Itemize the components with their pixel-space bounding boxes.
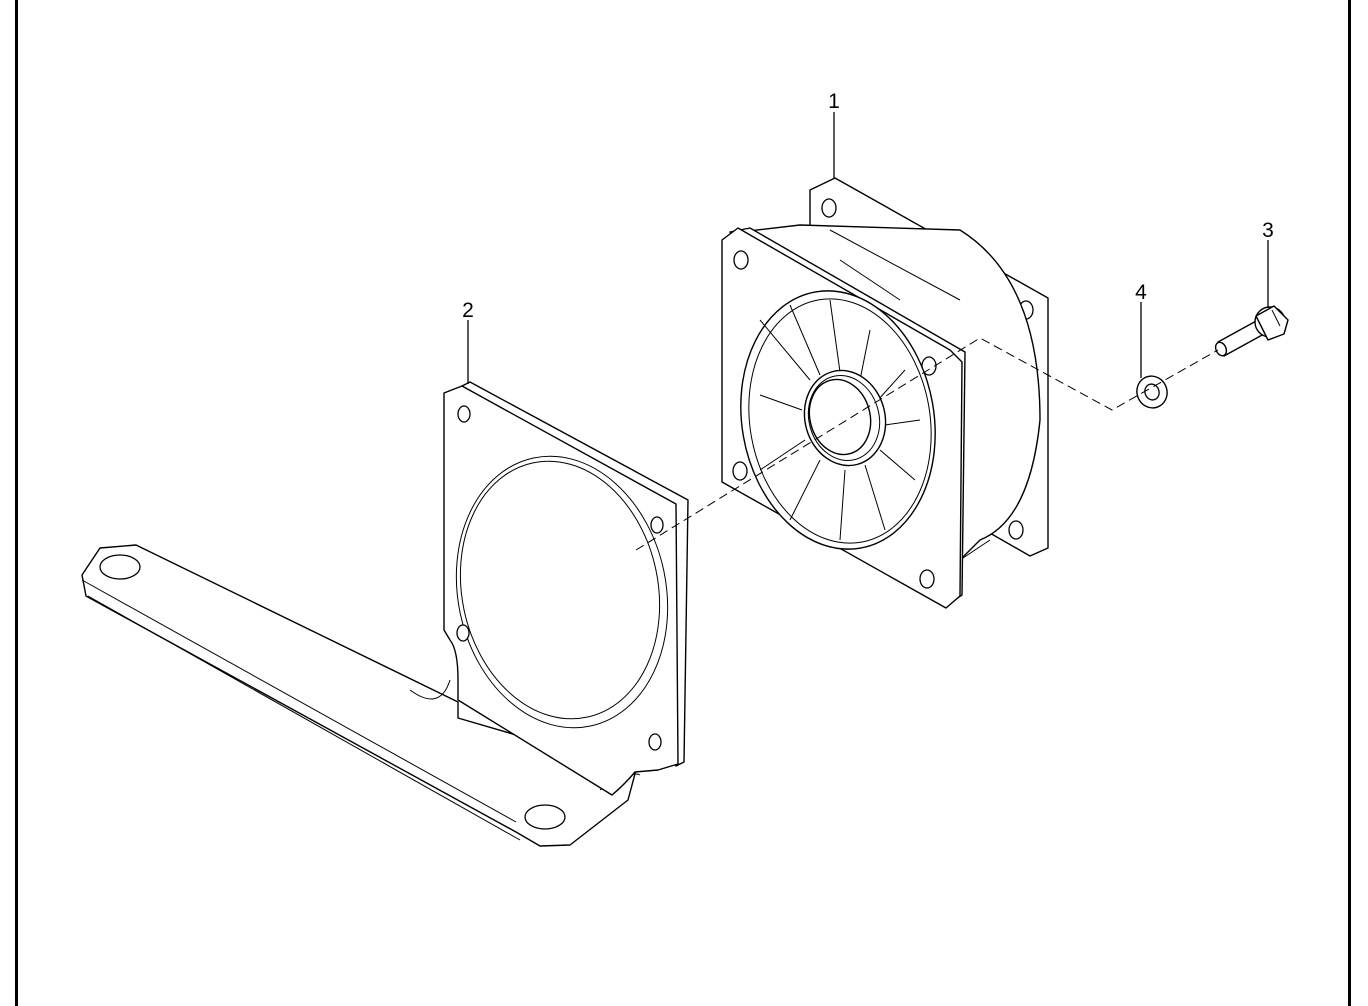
callout-fan: 1 <box>828 90 840 113</box>
assembly-axis <box>635 337 1219 551</box>
screw <box>1214 305 1289 357</box>
drawing-frame <box>15 0 1351 1006</box>
callout-screw: 3 <box>1262 219 1274 242</box>
fan-hole-bottom-left <box>732 461 748 481</box>
plate-hole-top-left <box>457 405 471 423</box>
plate-hole-bottom-left <box>456 624 470 642</box>
leader-lines <box>467 112 1269 384</box>
plate-hole-top-right <box>650 516 664 534</box>
cooling-fan <box>721 177 1049 609</box>
plate-hole-bottom-right <box>648 733 662 751</box>
callout-washer: 4 <box>1135 281 1147 304</box>
arm-mount-hole-left <box>99 554 141 580</box>
arm-mount-hole-right <box>524 804 566 830</box>
fan-blades <box>759 299 921 541</box>
washer <box>1136 375 1168 409</box>
fan-hole-bottom-right <box>919 569 935 589</box>
fan-hole-top-left <box>733 250 749 270</box>
callout-bracket: 2 <box>462 299 474 322</box>
mounting-bracket <box>81 381 689 847</box>
